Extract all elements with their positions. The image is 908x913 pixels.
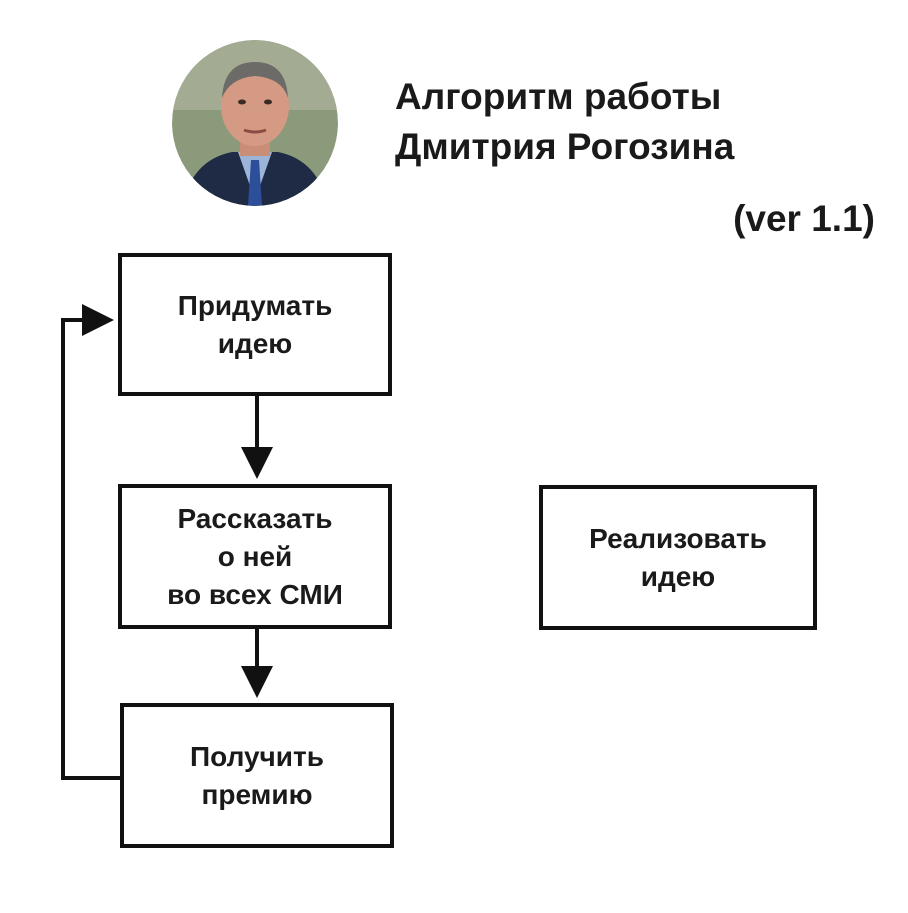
node-tell-all-media: Рассказать о ней во всех СМИ [118,484,392,629]
title-line-1: Алгоритм работы [395,76,722,117]
page-title: Алгоритм работы Дмитрия Рогозина [395,72,855,172]
node-invent-idea: Придумать идею [118,253,392,396]
title-line-2: Дмитрия Рогозина [395,126,735,167]
edge-bonus-to-idea [61,304,120,780]
version-label: (ver 1.1) [733,198,875,239]
node-implement-idea: Реализовать идею [539,485,817,630]
node-get-bonus: Получить премию [120,703,394,848]
